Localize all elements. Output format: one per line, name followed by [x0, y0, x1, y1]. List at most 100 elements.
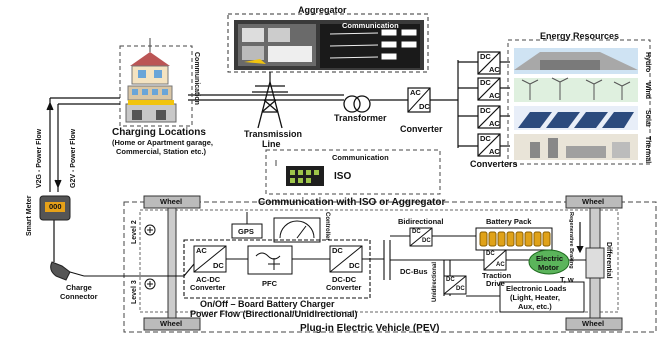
- pev-title: Plug-in Electric Vehicle (PEV): [300, 323, 440, 334]
- iso-comm-label: Communication: [332, 153, 389, 162]
- iso-link-label: Communication with ISO or Aggregator: [258, 197, 446, 208]
- charging-comm-label: Communication: [193, 52, 200, 105]
- wheel-bottom-left: Wheel: [160, 319, 183, 328]
- transmission-tower-icon: [252, 79, 288, 129]
- level-indicators: [144, 224, 156, 290]
- solar-label: Solar: [644, 110, 651, 128]
- level-3-label: Level 3: [131, 280, 138, 304]
- loads-label-1: Electronic Loads: [506, 284, 567, 293]
- aggregator-panel: [227, 13, 429, 73]
- charging-locations-title: Charging Locations: [112, 127, 206, 138]
- wheels-axles: [143, 195, 623, 331]
- wheel-top-right: Wheel: [582, 197, 605, 206]
- charging-subtitle-1: (Home or Apartment garage,: [112, 138, 213, 147]
- res-conv-4-ac: AC: [489, 147, 500, 156]
- meter-display: 000: [49, 202, 62, 211]
- loads-label-3: Aux, etc.): [518, 302, 552, 311]
- onboard-charger-frame: [84, 239, 384, 299]
- power-flow-arrows: [46, 97, 120, 262]
- thermal-label: Thermal: [644, 136, 651, 164]
- charging-locations-illustration: [119, 38, 193, 127]
- onboard-charger-label: On/Off – Board Battery Charger: [200, 299, 335, 309]
- dcdc-label-2: Converter: [326, 283, 362, 292]
- bidirectional-label: Bidirectional: [398, 217, 444, 226]
- converters-label: Converters: [470, 159, 518, 169]
- converter-label: Converter: [400, 124, 443, 134]
- aggregator-comm-label: Communication: [342, 21, 399, 30]
- hydro-label: Hydro: [644, 52, 651, 73]
- iso-label: ISO: [334, 171, 352, 182]
- charge-connector-label-1: Charge: [66, 283, 92, 292]
- traction-dc: DC: [486, 251, 495, 257]
- electronic-loads-box: [499, 281, 585, 313]
- dcdc-dc-2: DC: [349, 261, 360, 270]
- energy-resources-panel: [507, 39, 651, 165]
- pev-frame: [123, 201, 657, 333]
- res-conv-2-ac: AC: [489, 91, 500, 100]
- acdc-label-2: Converter: [190, 283, 226, 292]
- g2v-label: G2V - Power Flow: [70, 128, 77, 188]
- bidirectional-dcdc-box: [409, 227, 433, 247]
- acdc-label-1: AC-DC: [196, 275, 221, 284]
- acdc-ac: AC: [196, 246, 207, 255]
- smart-meter-icon: [39, 195, 71, 221]
- transmission-label-2: Line: [262, 139, 281, 149]
- bidir-dc-1: DC: [412, 229, 421, 235]
- traction-ac: AC: [496, 262, 505, 268]
- bidir-dc-2: DC: [422, 238, 431, 244]
- grid-conv-ac: AC: [410, 88, 421, 97]
- energy-resources-title: Energy Resources: [540, 31, 620, 41]
- unidirectional-dcdc-box: [443, 275, 467, 295]
- traction-drive-box: [483, 249, 507, 271]
- controller-gauge: [273, 217, 321, 243]
- grid-conv-dc: DC: [419, 102, 430, 111]
- iso-block: [265, 149, 441, 195]
- acdc-dc: DC: [213, 261, 224, 270]
- gps-box: [231, 212, 263, 239]
- uni-dc-1: DC: [446, 277, 455, 283]
- regen-label: Regenerative Braking: [568, 212, 574, 269]
- resource-converters: [477, 51, 510, 157]
- power-lines: [188, 60, 478, 148]
- traction-label-2: Drive: [486, 279, 505, 288]
- res-conv-1-dc: DC: [480, 52, 491, 61]
- transformer-label: Transformer: [334, 113, 387, 123]
- charge-connector-label-2: Connector: [60, 292, 98, 301]
- wheel-top-left: Wheel: [160, 197, 183, 206]
- dc-bus-label: DC-Bus: [400, 267, 428, 276]
- smart-meter-label: Smart Meter: [26, 195, 33, 236]
- res-conv-4-dc: DC: [480, 134, 491, 143]
- res-conv-2-dc: DC: [480, 78, 491, 87]
- charge-connector-icon: [50, 261, 85, 281]
- grid-converter-box: [407, 87, 431, 113]
- electric-motor: [528, 249, 570, 275]
- charging-subtitle-2: Commercial, Station etc.): [116, 147, 207, 156]
- loads-label-2: (Light, Heater,: [510, 293, 561, 302]
- aggregator-title: Aggregator: [298, 5, 347, 15]
- dcdc-label-1: DC-DC: [332, 275, 357, 284]
- transformer-icon: [343, 95, 371, 113]
- transmission-label-1: Transmission: [244, 129, 303, 139]
- battery-pack-label: Battery Pack: [486, 217, 532, 226]
- res-conv-1-ac: AC: [489, 65, 500, 74]
- motor-label-2: Motor: [538, 263, 559, 272]
- battery-pack: [475, 227, 553, 251]
- controller-label: Controller: [324, 212, 330, 241]
- wind-label: Wind: [644, 82, 651, 100]
- traction-label-1: Traction: [482, 271, 512, 280]
- res-conv-3-ac: AC: [489, 119, 500, 128]
- uni-dc-2: DC: [456, 286, 465, 292]
- differential-label: Differential: [605, 242, 612, 279]
- torque-speed-label: T, w: [560, 275, 574, 284]
- motor-label-1: Electric: [536, 254, 564, 263]
- gps-label: GPS: [238, 227, 254, 236]
- level-2-label: Level 2: [131, 220, 138, 244]
- unidirectional-label: Unidirectional: [432, 261, 438, 302]
- res-conv-3-dc: DC: [480, 106, 491, 115]
- dcdc-dc-1: DC: [332, 246, 343, 255]
- power-flow-label: Power Flow (Birectional/Unidirectional): [190, 309, 358, 319]
- wheel-bottom-right: Wheel: [582, 319, 605, 328]
- pfc-label: PFC: [262, 279, 277, 288]
- v2g-label: V2G - Power Flow: [36, 128, 43, 188]
